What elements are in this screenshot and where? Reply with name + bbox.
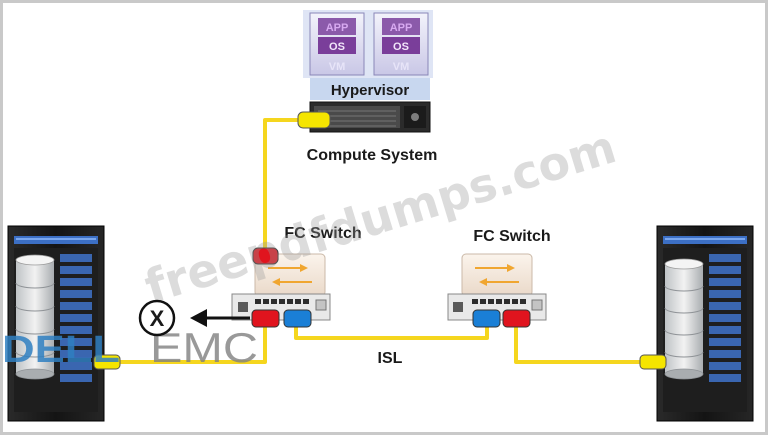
- switch-1-port-blue: [283, 309, 312, 328]
- switch-2-port-red: [502, 309, 531, 328]
- vm-1-os-label: OS: [329, 41, 345, 53]
- fc-switch-2: [447, 253, 547, 328]
- switch-1-port-red-bottom: [251, 309, 280, 328]
- storage-1-disk-stack-icon: [15, 254, 55, 380]
- fc-switch-1: [231, 247, 331, 328]
- server-chassis: [309, 101, 431, 133]
- storage-2-disk-stack-icon: [664, 258, 704, 380]
- switch-1-arrows-icon: [268, 264, 312, 286]
- vm-2-app-layer: [382, 18, 420, 35]
- storage-array-1: [7, 225, 105, 422]
- storage-1-port: [93, 354, 121, 370]
- compute-system: APP OS VM APP OS VM Hypervisor: [297, 10, 438, 164]
- vm-2: APP OS VM: [373, 12, 429, 76]
- cable-storage1-to-switch1: [120, 318, 267, 364]
- switch-1-label: FC Switch: [284, 225, 361, 242]
- isl-label: ISL: [378, 350, 403, 367]
- switch-2-arrows-icon: [475, 264, 519, 286]
- failure-arrow-head-icon: [190, 309, 207, 327]
- switch-2-port-blue: [472, 309, 501, 328]
- compute-system-label: Compute System: [307, 147, 438, 164]
- vm-1: APP OS VM: [309, 12, 365, 76]
- failure-x-icon: [138, 299, 176, 337]
- vm-2-app-label: APP: [390, 22, 413, 34]
- switch-1-port-red-top: [252, 247, 279, 265]
- cable-switch2-to-storage2: [514, 318, 645, 364]
- vm-2-vm-label: VM: [393, 61, 410, 73]
- fc-cables: [120, 118, 645, 364]
- vm-1-os-layer: [318, 37, 356, 54]
- storage-array-2: [656, 225, 754, 422]
- switch-2-label: FC Switch: [473, 228, 550, 245]
- hypervisor-band: [310, 78, 430, 100]
- vm-1-app-label: APP: [326, 22, 349, 34]
- cable-compute-to-switch1: [263, 118, 310, 258]
- cable-isl: [294, 318, 489, 340]
- switch-1-chassis: [231, 293, 331, 321]
- switch-2-top-panel: [461, 253, 533, 297]
- vm-2-os-layer: [382, 37, 420, 54]
- vm-1-vm-label: VM: [329, 61, 346, 73]
- vm-1-app-layer: [318, 18, 356, 35]
- compute-hba-port: [297, 111, 331, 129]
- vm-2-os-label: OS: [393, 41, 409, 53]
- storage-2-port: [639, 354, 667, 370]
- link-failure-marker: X: [138, 299, 250, 337]
- hypervisor-label: Hypervisor: [331, 82, 410, 99]
- failure-x-label: X: [150, 306, 165, 331]
- logo-dell-text: DELL: [2, 329, 120, 371]
